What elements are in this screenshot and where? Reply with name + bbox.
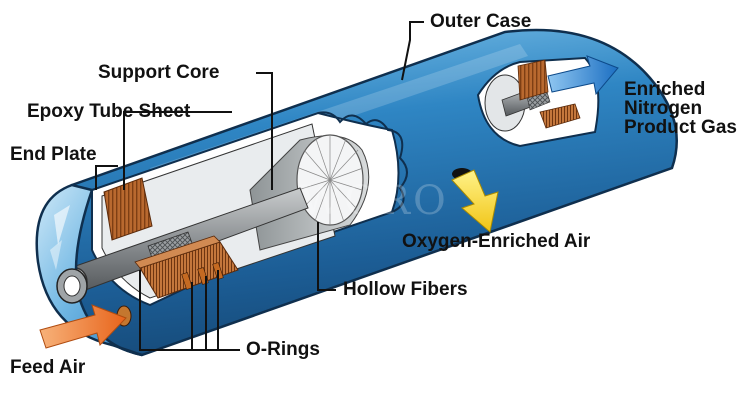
feed-air-arrow bbox=[39, 304, 127, 349]
label-oxygen-enriched-air: Oxygen-Enriched Air bbox=[402, 231, 591, 252]
label-o-rings: O-Rings bbox=[246, 339, 320, 360]
label-enriched-line3: Product Gas bbox=[624, 117, 737, 138]
end-plate-leader bbox=[95, 165, 118, 190]
outer-case-leader bbox=[401, 21, 424, 81]
epoxy-tube-sheet bbox=[103, 177, 239, 299]
oxygen-enriched-air-arrow bbox=[451, 169, 499, 233]
label-epoxy-tube-sheet: Epoxy Tube Sheet bbox=[27, 101, 191, 122]
end-plate bbox=[35, 183, 143, 357]
label-hollow-fibers: Hollow Fibers bbox=[343, 279, 468, 300]
label-support-core: Support Core bbox=[98, 62, 220, 83]
nitrogen-product-arrow bbox=[547, 55, 619, 96]
label-feed-air: Feed Air bbox=[10, 357, 86, 378]
leader-lines bbox=[95, 21, 424, 351]
watermark: WORO bbox=[300, 178, 449, 224]
support-core-leader bbox=[256, 72, 273, 190]
label-end-plate: End Plate bbox=[10, 144, 97, 165]
label-enriched-line1: Enriched bbox=[624, 79, 706, 100]
label-enriched-line2: Nitrogen bbox=[624, 98, 703, 119]
hollow-fiber-bundle bbox=[249, 134, 370, 251]
epoxy-tube-sheet-leader bbox=[123, 111, 232, 190]
label-outer-case: Outer Case bbox=[430, 11, 532, 32]
label-enriched-nitrogen-product-gas: Enriched Nitrogen Product Gas bbox=[624, 80, 737, 137]
hollow-fibers-leader bbox=[317, 222, 336, 291]
